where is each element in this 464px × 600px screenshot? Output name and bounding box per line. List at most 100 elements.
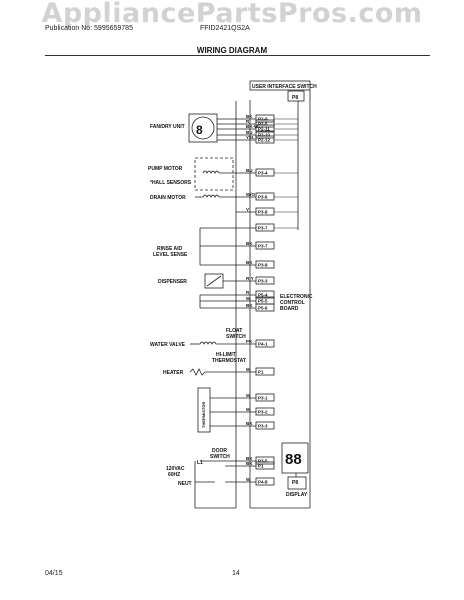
dispenser-label: DISPENSER bbox=[158, 279, 187, 285]
pin-box bbox=[255, 168, 275, 177]
wire-color-label: W/O bbox=[246, 192, 255, 197]
drain-motor-label: DRAIN MOTOR bbox=[150, 195, 186, 201]
pin-label: P3-5 bbox=[258, 459, 268, 464]
display-p8: P8 bbox=[292, 480, 298, 486]
wire-color-label: R bbox=[246, 290, 250, 295]
heater-element bbox=[189, 368, 206, 376]
pin-label: P5-5 bbox=[258, 299, 268, 304]
pin-label: P5-4 bbox=[258, 293, 268, 298]
pin-box bbox=[255, 290, 275, 299]
display-digits: 88 bbox=[285, 451, 302, 468]
pin-box bbox=[255, 303, 275, 312]
fan-dry-label: FAN/DRY UNIT bbox=[150, 124, 185, 130]
thermistor-box bbox=[197, 387, 211, 433]
supply-frequency: 60HZ bbox=[168, 472, 180, 478]
heater-label: HEATER bbox=[163, 370, 184, 376]
pin-label: P3-3 bbox=[258, 424, 268, 429]
wire-color-label: W bbox=[246, 477, 251, 482]
pump-motor-box bbox=[194, 157, 234, 191]
wire-color-label: V bbox=[246, 207, 249, 212]
pin-box bbox=[255, 124, 275, 133]
pin-label: P3-2 bbox=[258, 410, 268, 415]
watermark: AppliancePartsPros.com bbox=[41, 0, 423, 29]
p8-label: P8 bbox=[292, 95, 298, 101]
thermistor-label: THERMISTOR bbox=[201, 402, 206, 428]
wire-color-label: W bbox=[246, 393, 251, 398]
fan-unit-box bbox=[188, 113, 218, 143]
display-label: DISPLAY bbox=[286, 492, 308, 498]
pin-label: P3-7 bbox=[258, 244, 268, 249]
pin-box bbox=[255, 393, 275, 402]
user-interface-label: USER INTERFACE SWITCH bbox=[252, 84, 317, 90]
model-number: FFID2421QS2A bbox=[200, 25, 250, 32]
pin-label: P2-9 bbox=[258, 117, 268, 122]
pin-box bbox=[255, 223, 275, 232]
pin-box bbox=[255, 114, 275, 123]
thermostat-label: THERMOSTAT bbox=[212, 358, 246, 364]
pin-label: P1 bbox=[258, 370, 264, 375]
wire-color-label: BK bbox=[246, 303, 253, 308]
pin-box bbox=[255, 119, 275, 128]
pin-box bbox=[255, 421, 275, 430]
rinse-aid-label: RINSE AID bbox=[157, 246, 182, 252]
display-connector bbox=[287, 476, 307, 490]
ecb-label-1: ELECTRONIC bbox=[280, 294, 313, 300]
page-title: WIRING DIAGRAM bbox=[196, 46, 268, 55]
wire-color-label: W bbox=[246, 367, 251, 372]
wire-color-label: YEL bbox=[246, 135, 255, 140]
wire-color-label: R-Y bbox=[246, 276, 254, 281]
ecb-label-2: CONTROL bbox=[280, 300, 305, 306]
pump-motor-label: PUMP MOTOR bbox=[148, 166, 183, 172]
wire-color-label: W bbox=[246, 407, 251, 412]
wire-color-label: BK bbox=[246, 114, 253, 119]
pin-label: P2-10 bbox=[258, 133, 271, 138]
hi-limit-label: HI-LIMIT bbox=[216, 352, 236, 358]
pin-box bbox=[255, 207, 275, 216]
float-label: FLOAT bbox=[226, 328, 242, 334]
pin-box bbox=[255, 407, 275, 416]
pin-box bbox=[255, 276, 275, 285]
wire-color-label: BK bbox=[246, 461, 253, 466]
wire-color-label: PK bbox=[246, 339, 253, 344]
wire-color-label: BK bbox=[246, 421, 253, 426]
p8-header bbox=[287, 90, 305, 102]
pin-box bbox=[255, 456, 275, 465]
pin-box bbox=[255, 241, 275, 250]
water-valve-coil bbox=[199, 341, 217, 345]
door-switch-label: SWITCH bbox=[210, 454, 230, 460]
footer-page: 14 bbox=[232, 570, 240, 577]
pump-coil bbox=[202, 170, 220, 174]
pin-boxes bbox=[255, 114, 275, 486]
l1-label: L1 bbox=[197, 460, 203, 466]
pin-box bbox=[255, 130, 275, 139]
water-valve-label: WATER VALVE bbox=[150, 342, 186, 348]
hall-sensors-label: *HALL SENSORS bbox=[150, 180, 192, 186]
pin-label: P4-8 bbox=[258, 480, 268, 485]
footer-date: 04/15 bbox=[45, 570, 63, 577]
wire-color-label: R bbox=[246, 119, 250, 124]
pin-label: P2-5 bbox=[258, 122, 268, 127]
level-sense-label: LEVEL SENSE bbox=[153, 252, 188, 258]
wire-color-label: BK bbox=[246, 260, 253, 265]
supply-voltage: 120VAC bbox=[166, 466, 185, 472]
pin-label: P3-4 bbox=[258, 171, 268, 176]
pin-label: P3-1 bbox=[258, 396, 268, 401]
wire-color-label: BK bbox=[246, 241, 253, 246]
switch-label: SWITCH bbox=[226, 334, 246, 340]
pin-label: P1 bbox=[258, 464, 264, 469]
pin-box bbox=[255, 477, 275, 486]
pin-label: P3-8 bbox=[258, 263, 268, 268]
wire-color-label: BK-W bbox=[246, 124, 259, 129]
pin-box bbox=[255, 135, 275, 144]
pin-label: P2-12 bbox=[258, 138, 271, 143]
pin-label: P4-1 bbox=[258, 342, 268, 347]
pin-box bbox=[255, 339, 275, 348]
pin-label: P3-7 bbox=[258, 226, 268, 231]
pin-box bbox=[255, 367, 275, 376]
pin-box bbox=[255, 192, 275, 201]
wire-color-label: W bbox=[246, 296, 251, 301]
title-rule bbox=[45, 55, 430, 56]
door-label: DOOR bbox=[212, 448, 227, 454]
fan-unit-circle bbox=[191, 116, 215, 140]
